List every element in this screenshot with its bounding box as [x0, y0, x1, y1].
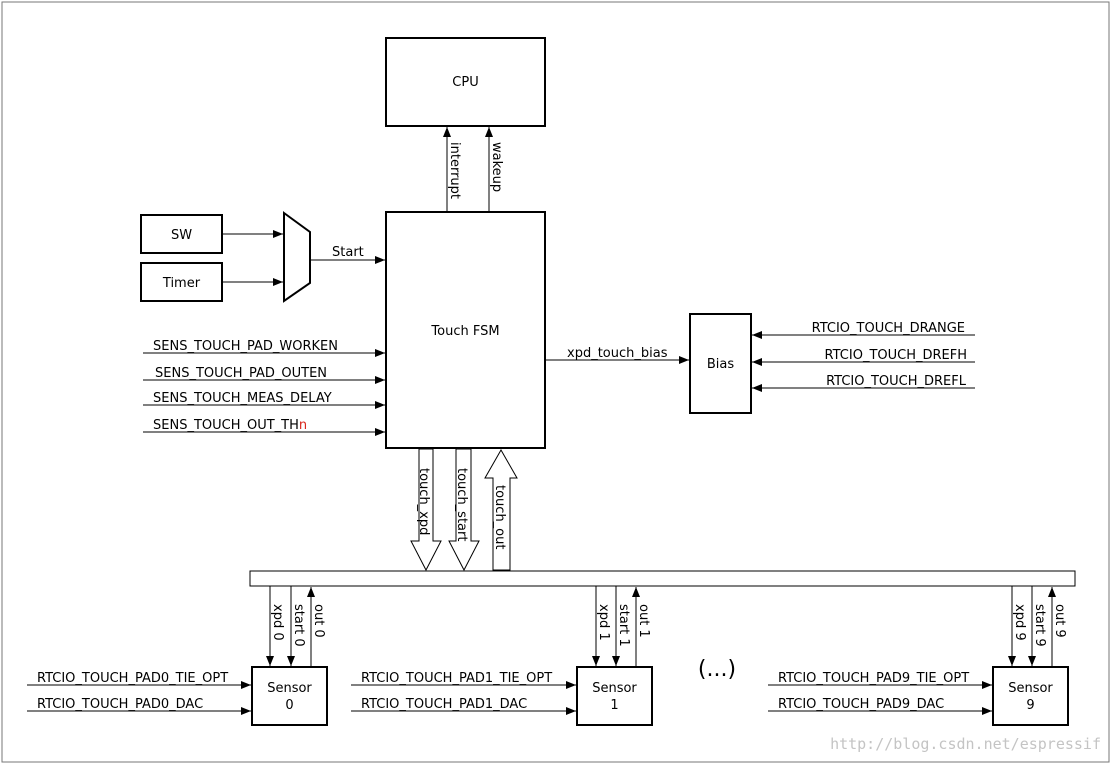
timer-block: [140, 262, 223, 302]
sensor-ellipsis: (...): [698, 657, 736, 682]
pad0-dac-label: RTCIO_TOUCH_PAD0_DAC: [37, 697, 203, 712]
watermark-text: http://blog.csdn.net/espressif: [830, 735, 1101, 753]
timer-label: Timer: [162, 276, 201, 291]
sensor-0-title: Sensor: [267, 681, 312, 696]
sensor-9-block: [992, 666, 1069, 726]
cpu-block: [385, 37, 546, 127]
drefl-label: RTCIO_TOUCH_DREFL: [826, 374, 967, 389]
worken-label: SENS_TOUCH_PAD_WORKEN: [153, 339, 338, 354]
touch-out-label: touch_out: [492, 485, 507, 549]
out-0-label: out 0: [311, 604, 326, 638]
wakeup-label: wakeup: [489, 142, 504, 192]
outen-label: SENS_TOUCH_PAD_OUTEN: [155, 366, 327, 381]
pad1-dac-label: RTCIO_TOUCH_PAD1_DAC: [361, 697, 527, 712]
pad9-tie-opt-label: RTCIO_TOUCH_PAD9_TIE_OPT: [778, 671, 969, 686]
sensor-9-title: Sensor: [1008, 681, 1053, 696]
start-0-label: start 0: [291, 604, 306, 647]
sensor-1-title: Sensor: [592, 681, 637, 696]
start-9-label: start 9: [1032, 604, 1047, 647]
sensor-0-id: 0: [285, 698, 293, 713]
out-1-label: out 1: [636, 604, 651, 638]
sensor-1-id: 1: [610, 698, 618, 713]
interrupt-label: interrupt: [447, 142, 462, 199]
sensor-9-group: xpd 9 start 9 out 9 Sensor 9 RTCIO_TOUCH…: [768, 586, 1069, 726]
touch-xpd-label: touch_xpd: [416, 468, 431, 535]
drange-label: RTCIO_TOUCH_DRANGE: [812, 321, 965, 336]
touch-out-bus-arrow: [484, 448, 518, 571]
bias-block: [689, 313, 752, 414]
xpd-9-label: xpd 9: [1012, 604, 1027, 641]
cpu-label: CPU: [452, 75, 478, 90]
mux-symbol: [283, 211, 311, 303]
touch-xpd-bus-arrow: [410, 448, 442, 572]
pad1-tie-opt-label: RTCIO_TOUCH_PAD1_TIE_OPT: [361, 671, 552, 686]
sensor-1-block: [576, 666, 653, 726]
sw-label: SW: [171, 228, 192, 243]
out-9-label: out 9: [1052, 604, 1067, 638]
sensor-1-group: xpd 1 start 1 out 1 Sensor 1 RTCIO_TOUCH…: [351, 586, 653, 726]
sensor-0-block: [251, 666, 328, 726]
meas-delay-label: SENS_TOUCH_MEAS_DELAY: [153, 391, 332, 406]
bias-label: Bias: [707, 357, 734, 372]
xpd-touch-bias-label: xpd_touch_bias: [567, 346, 668, 361]
sw-block: [140, 214, 223, 254]
start-1-label: start 1: [616, 604, 631, 647]
sensor-0-group: xpd 0 start 0 out 0 Sensor 0 RTCIO_TOUCH…: [27, 586, 328, 726]
out-th-label: SENS_TOUCH_OUT_THn: [153, 418, 307, 433]
drefh-label: RTCIO_TOUCH_DREFH: [825, 348, 967, 363]
start-label: Start: [332, 245, 364, 260]
pad0-tie-opt-label: RTCIO_TOUCH_PAD0_TIE_OPT: [37, 671, 228, 686]
xpd-0-label: xpd 0: [270, 604, 285, 641]
out-th-prefix: SENS_TOUCH_OUT_TH: [153, 418, 299, 433]
touch-fsm-block: [385, 211, 546, 449]
touch-start-label: touch_start: [454, 468, 469, 541]
touch-fsm-label: Touch FSM: [430, 324, 499, 339]
sensor-bus: [249, 570, 1076, 587]
pad9-dac-label: RTCIO_TOUCH_PAD9_DAC: [778, 697, 944, 712]
xpd-1-label: xpd 1: [596, 604, 611, 641]
sensor-9-id: 9: [1026, 698, 1034, 713]
out-th-suffix: n: [299, 418, 307, 433]
touch-start-bus-arrow: [448, 448, 480, 572]
